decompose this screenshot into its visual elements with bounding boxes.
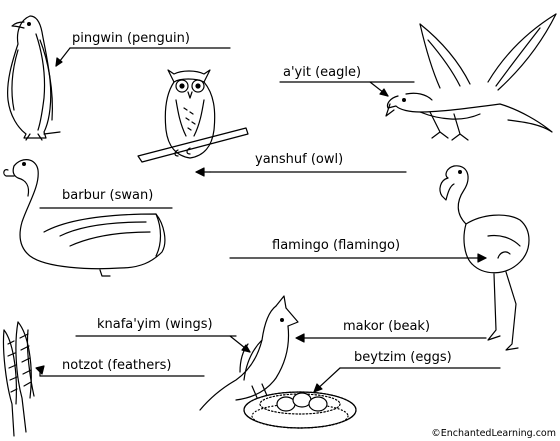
owl-drawing [138,70,248,162]
flamingo-label: flamingo (flamingo) [272,238,400,253]
penguin-label: pingwin (penguin) [72,31,190,46]
beak-label: makor (beak) [343,319,430,334]
eagle-label: a'yit (eagle) [283,65,361,80]
label-lines [36,48,500,392]
beak-arrowhead [296,334,304,342]
eggs-label: beytzim (eggs) [354,350,452,365]
feathers-drawing [3,322,34,436]
penguin-drawing [8,16,60,140]
feathers-label: notzot (feathers) [62,358,171,373]
owl-label: yanshuf (owl) [255,152,343,167]
owl-arrowhead [196,168,204,176]
nest-drawing [244,392,356,428]
swan-label: barbur (swan) [62,188,153,203]
eagle-drawing [386,14,556,140]
wings-label: knafa'yim (wings) [97,317,213,332]
credit-text[interactable]: ©EnchantedLearning.com [431,428,556,439]
flamingo-arrowhead [478,254,486,262]
swan-drawing [4,160,165,276]
